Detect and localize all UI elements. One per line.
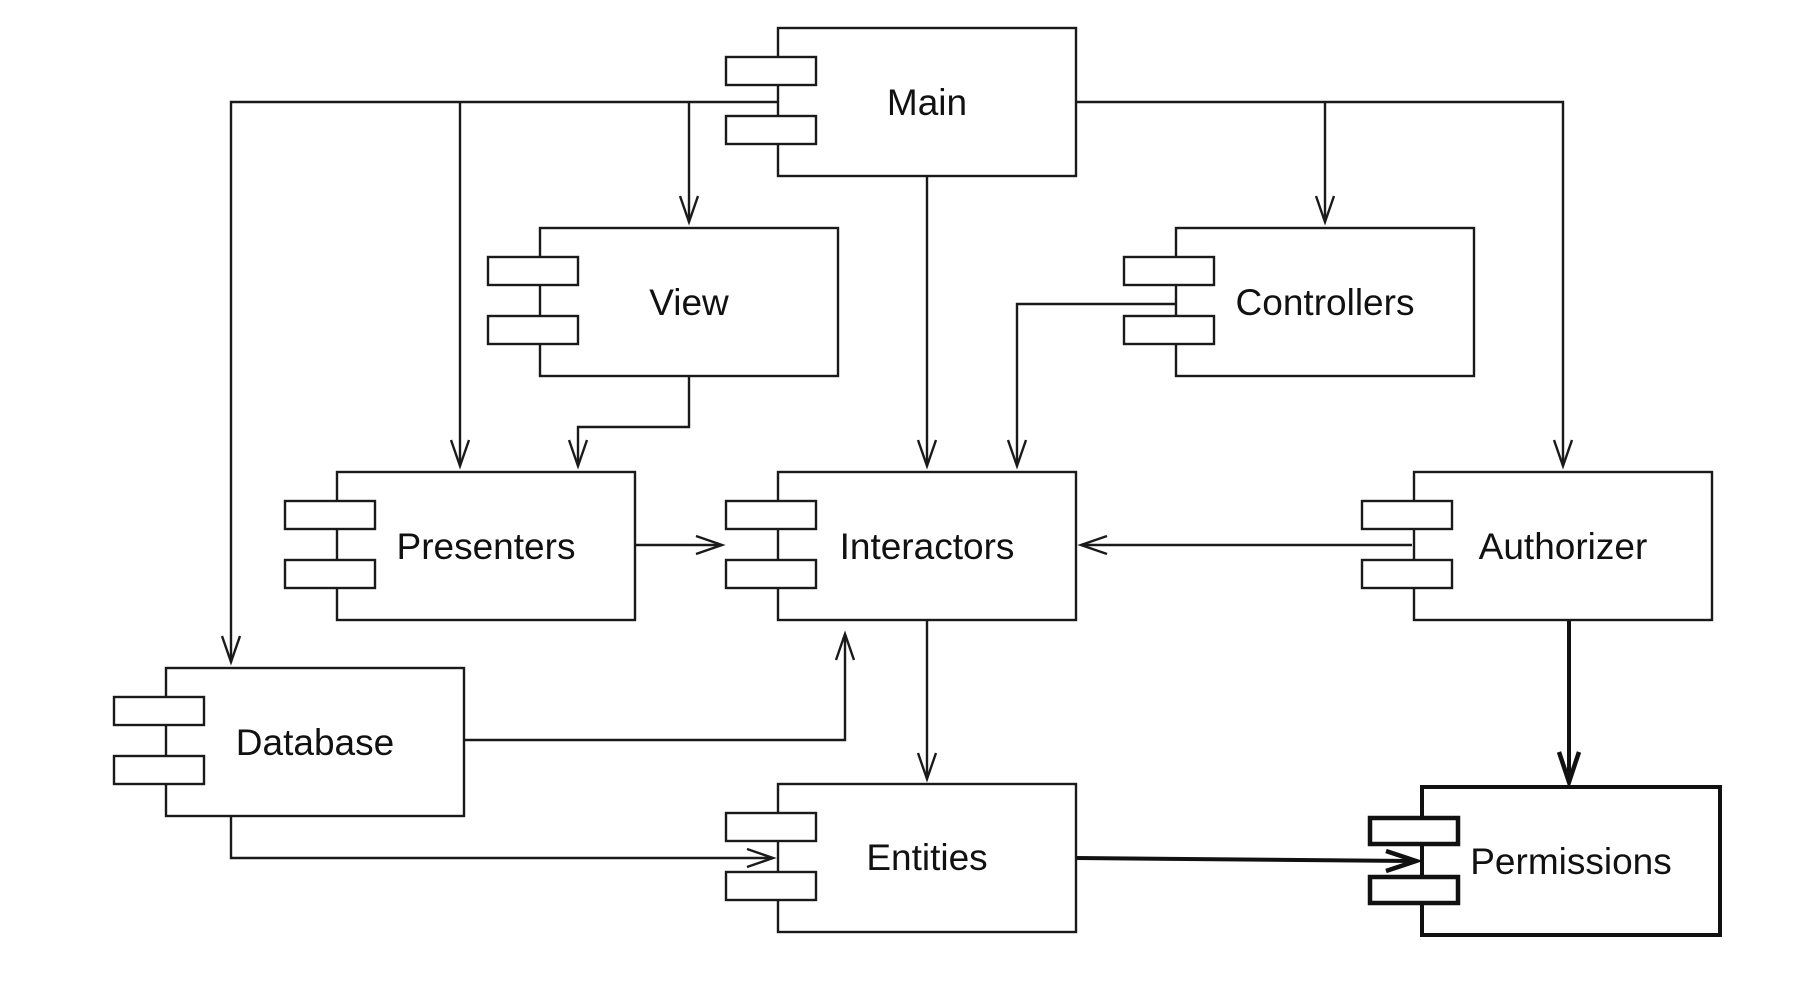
interactors-port-bottom — [724, 558, 818, 590]
authorizer-label: Authorizer — [1479, 526, 1648, 567]
entities-label: Entities — [866, 837, 987, 878]
main-port-bottom — [724, 114, 818, 146]
database-port-bottom — [112, 754, 206, 786]
controllers-box — [1174, 226, 1476, 378]
component-controllers: Controllers — [1122, 226, 1476, 378]
presenters-port-bottom — [283, 558, 377, 590]
arrowhead-authorizer — [1552, 439, 1574, 470]
permissions-label: Permissions — [1470, 841, 1672, 882]
arrowhead-presenters-from-view — [567, 439, 589, 470]
permissions-port-bottom — [1367, 874, 1461, 906]
view-port-top — [486, 255, 580, 287]
arrowhead-presenters-from-main — [449, 439, 471, 470]
authorizer-port-bottom — [1360, 558, 1454, 590]
permissions-box — [1420, 785, 1722, 937]
authorizer-port-top — [1360, 499, 1454, 531]
entities-port-top — [724, 811, 818, 843]
edge-entities-to-permissions — [1075, 856, 1417, 863]
database-box — [164, 666, 466, 818]
interactors-port-top — [724, 499, 818, 531]
component-interactors: Interactors — [724, 470, 1078, 622]
component-view: View — [486, 226, 840, 378]
arrowhead-interactors-from-database — [834, 630, 856, 661]
edge-main-to-authorizer — [1076, 100, 1565, 466]
main-label: Main — [887, 82, 967, 123]
database-port-top — [112, 695, 206, 727]
arrowhead-entities-from-interactors — [916, 752, 938, 783]
arrowhead-permissions-from-authorizer — [1556, 751, 1582, 790]
arrowhead-interactors-from-main — [916, 439, 938, 470]
view-label: View — [649, 282, 729, 323]
arrowhead-interactors-from-controllers — [1006, 439, 1028, 470]
authorizer-box — [1412, 470, 1714, 622]
controllers-port-top — [1122, 255, 1216, 287]
presenters-port-top — [283, 499, 377, 531]
arrowhead-interactors-from-authorizer — [1077, 534, 1108, 556]
entities-port-bottom — [724, 870, 818, 902]
component-entities: Entities — [724, 782, 1078, 934]
component-main: Main — [724, 26, 1078, 178]
main-port-top — [724, 55, 818, 87]
edge-database-to-entities — [229, 815, 773, 860]
edges — [220, 100, 1582, 874]
component-presenters: Presenters — [283, 470, 637, 622]
interactors-label: Interactors — [840, 526, 1015, 567]
edge-main-to-database — [229, 100, 778, 662]
arrowhead-controllers — [1314, 195, 1336, 226]
presenters-label: Presenters — [397, 526, 576, 567]
arrowhead-database — [220, 635, 242, 666]
controllers-label: Controllers — [1236, 282, 1415, 323]
presenters-box — [335, 470, 637, 622]
arrowhead-interactors-from-presenters — [695, 534, 726, 556]
database-label: Database — [236, 722, 394, 763]
interactors-box — [776, 470, 1078, 622]
controllers-port-bottom — [1122, 314, 1216, 346]
component-permissions: Permissions — [1367, 785, 1722, 937]
edge-controllers-to-interactors — [1015, 302, 1176, 466]
permissions-port-top — [1367, 815, 1461, 847]
edge-view-to-presenters — [576, 375, 691, 466]
component-database: Database — [112, 666, 466, 818]
arrowhead-permissions-from-entities — [1385, 848, 1424, 874]
entities-box — [776, 782, 1078, 934]
edge-database-to-interactors — [464, 634, 847, 742]
arrowhead-entities-from-database — [746, 847, 777, 869]
component-authorizer: Authorizer — [1360, 470, 1714, 622]
view-port-bottom — [486, 314, 580, 346]
arrowhead-view — [678, 195, 700, 226]
view-box — [538, 226, 840, 378]
main-box — [776, 26, 1078, 178]
